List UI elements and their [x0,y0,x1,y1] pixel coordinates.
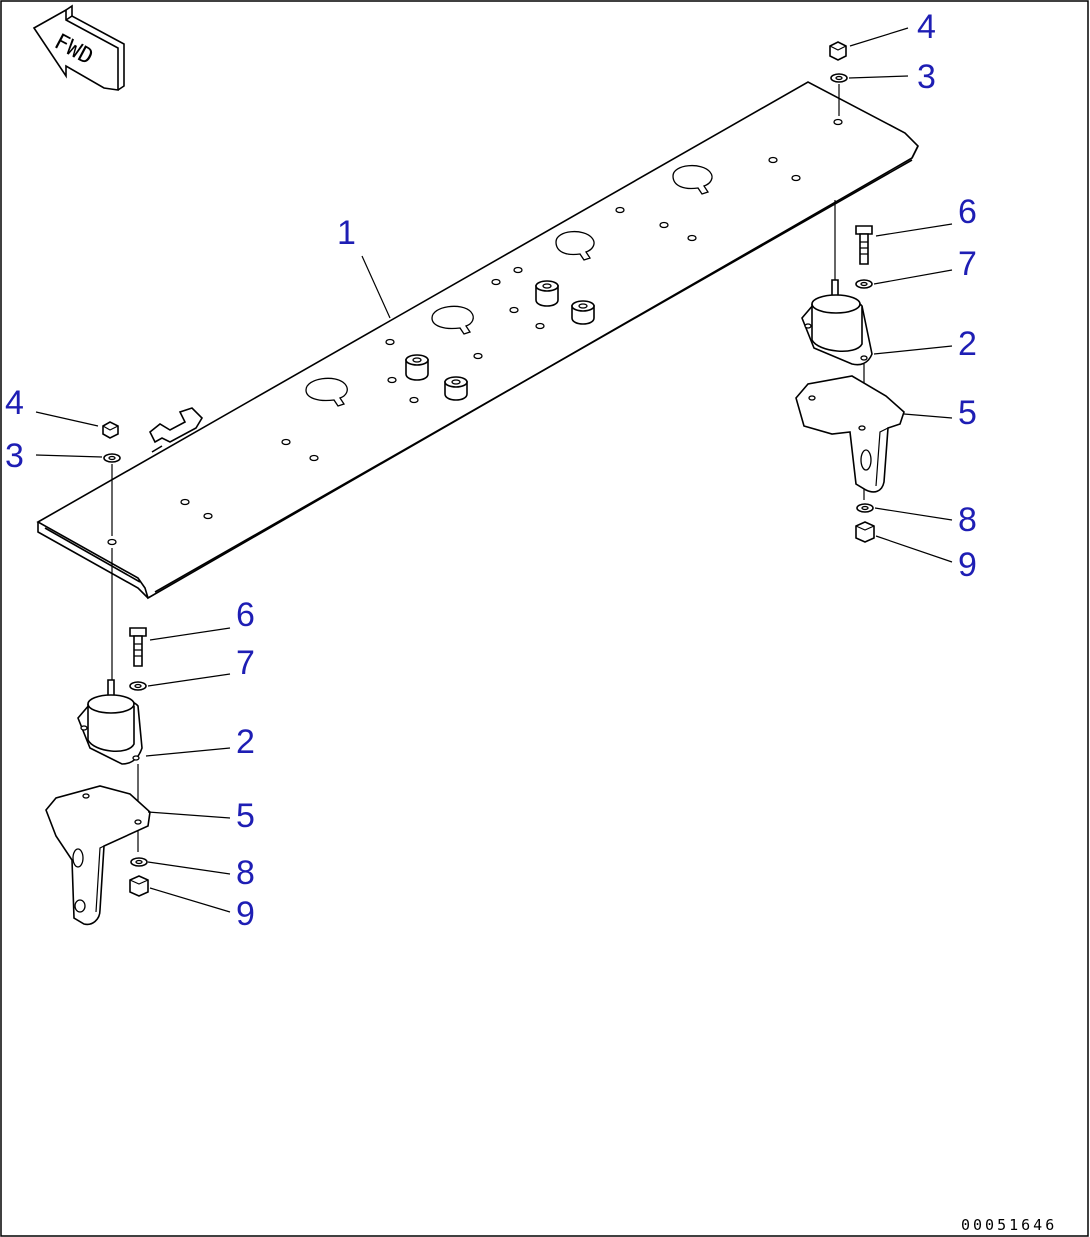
left-mount [77,679,143,765]
fwd-arrow-icon: FWD [32,4,125,91]
right-upper-fasteners [829,41,848,280]
callout-8-right: 8 [958,501,977,539]
callout-labels: 1 4 3 6 7 2 5 8 9 4 3 6 7 2 5 8 9 [5,8,977,933]
left-washer-nut [129,857,149,897]
callout-9-left: 9 [236,895,255,933]
left-bracket [45,785,151,926]
main-plate [36,81,919,600]
callout-9-right: 9 [958,546,977,584]
callout-5-left: 5 [236,797,255,835]
left-bolt-washer [129,627,147,852]
callout-2-left: 2 [236,723,255,761]
right-washer-nut [855,503,875,543]
left-upper-fasteners [102,421,121,680]
callout-1-plate: 1 [337,214,356,252]
callout-7-left: 7 [236,644,255,682]
callout-3-right: 3 [917,58,936,96]
right-mount [801,279,873,366]
callout-6-right: 6 [958,193,977,231]
callout-4-left: 4 [5,384,24,422]
callout-7-right: 7 [958,245,977,283]
right-bracket [795,375,905,493]
leader-lines [35,27,953,913]
callout-5-right: 5 [958,394,977,432]
callout-2-right: 2 [958,325,977,363]
document-number: 00051646 [961,1216,1057,1234]
callout-3-left: 3 [5,437,24,475]
callout-4-right: 4 [917,8,936,46]
callout-6-left: 6 [236,596,255,634]
callout-8-left: 8 [236,854,255,892]
